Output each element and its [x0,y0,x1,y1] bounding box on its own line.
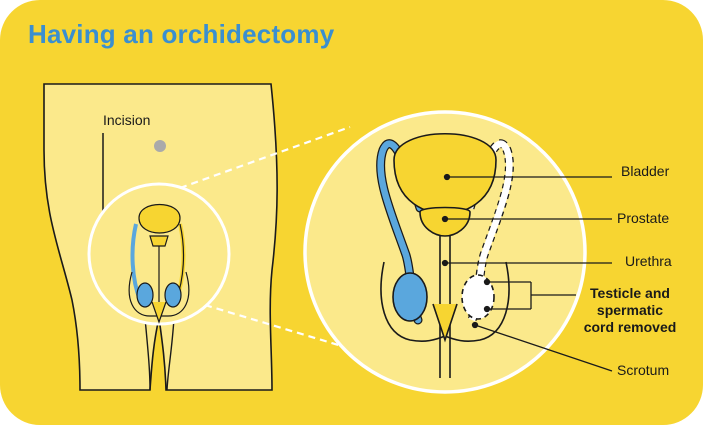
testicle-label-line-2: spermatic [596,302,664,318]
prostate-label: Prostate [617,210,670,226]
scrotum-label: Scrotum [617,362,670,378]
incision-label: Incision [103,112,151,128]
bladder-label: Bladder [621,163,670,179]
zoom-connector-top [179,125,351,190]
large-zoom-circle [303,110,587,394]
testicle-label-line-3: cord removed [583,319,677,335]
testicle-removed-label: Testicle and spermatic cord removed [578,285,682,336]
navel-mark [154,140,166,152]
page-title: Having an orchidectomy [28,19,335,49]
testicle-label-line-1: Testicle and [590,285,670,301]
zoom-connector-bottom [204,303,356,352]
small-anatomy [128,204,190,324]
large-anatomy [376,132,514,378]
urethra-label: Urethra [625,253,672,269]
